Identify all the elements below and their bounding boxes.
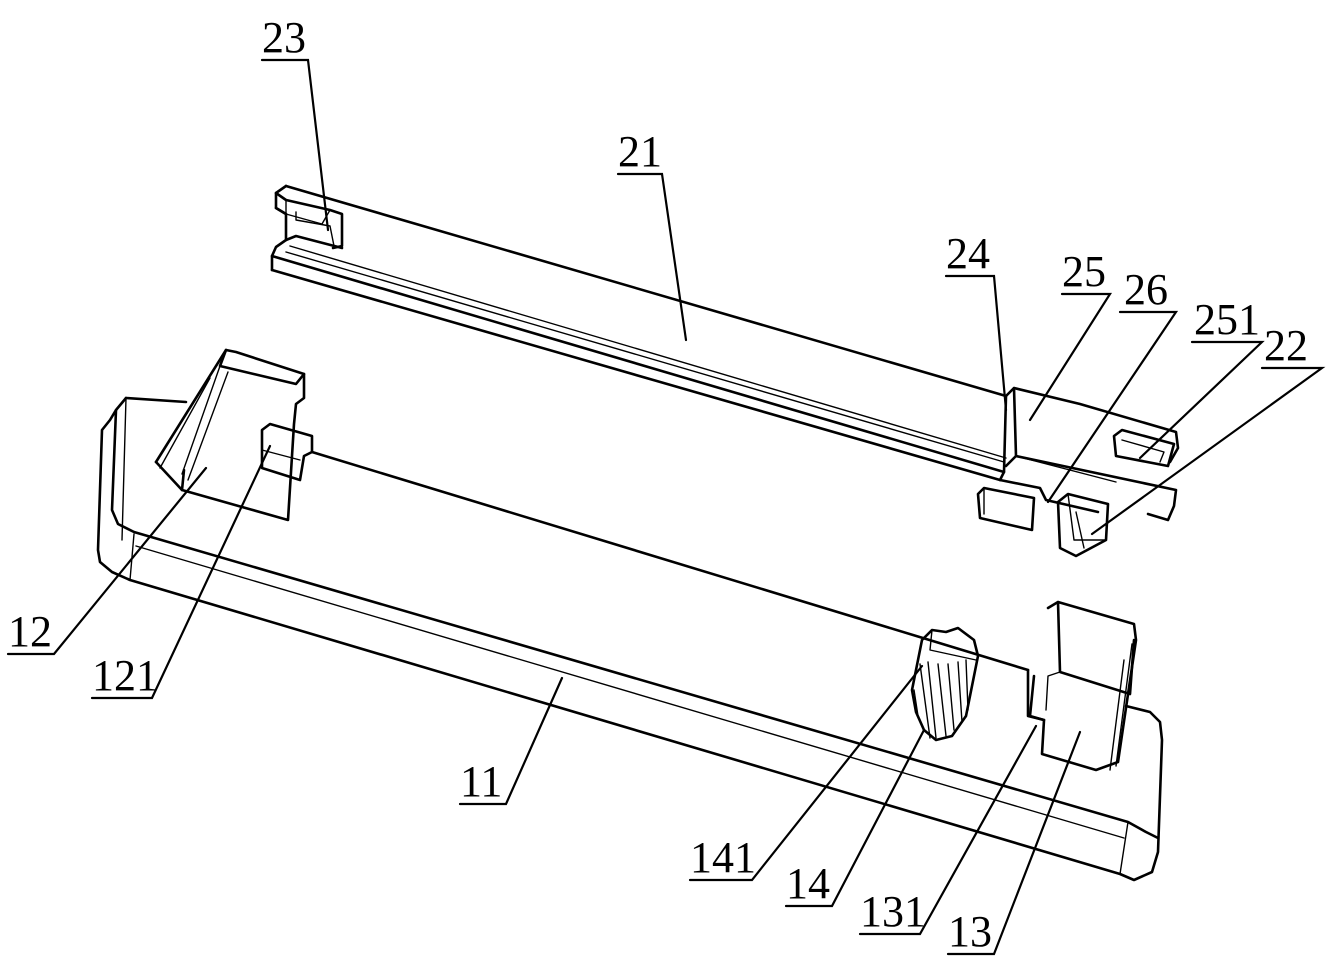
- label-251: 251: [1194, 295, 1260, 344]
- label-24: 24: [946, 229, 990, 278]
- reference-labels: 23 21 24 25 26 251 22 12 121 11 141 14 1…: [8, 13, 1308, 956]
- label-131: 131: [860, 887, 926, 936]
- label-26: 26: [1124, 265, 1168, 314]
- label-13: 13: [948, 907, 992, 956]
- label-141: 141: [690, 833, 756, 882]
- label-25: 25: [1062, 247, 1106, 296]
- label-14: 14: [786, 859, 830, 908]
- label-121: 121: [92, 651, 158, 700]
- label-23: 23: [262, 13, 306, 62]
- upper-rail-part: [272, 186, 1178, 556]
- lower-base-part: [98, 350, 1162, 880]
- label-21: 21: [618, 127, 662, 176]
- label-22: 22: [1264, 321, 1308, 370]
- label-11: 11: [460, 757, 502, 806]
- label-12: 12: [8, 607, 52, 656]
